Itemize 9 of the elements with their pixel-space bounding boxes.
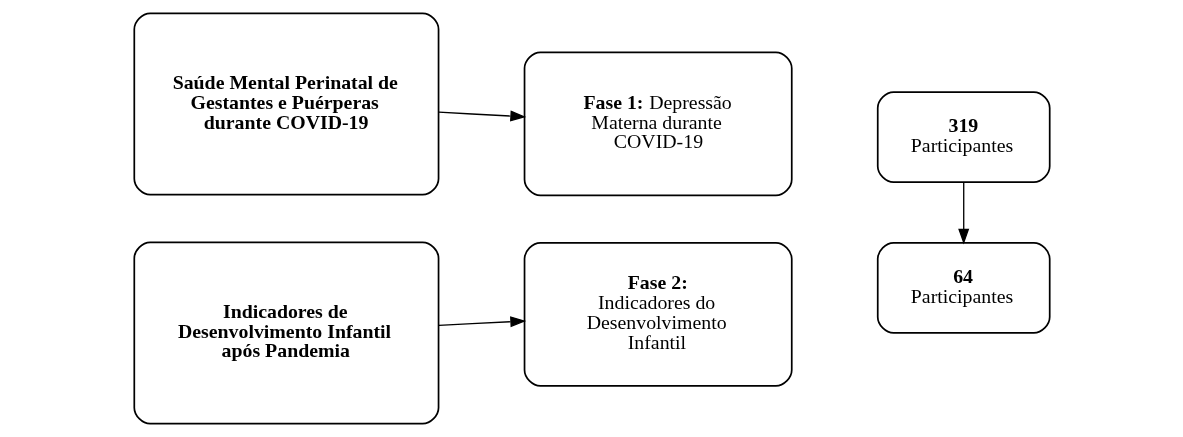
node-box: Fase 2: Indicadores do Desenvolvimento Infantil xyxy=(523,242,793,387)
arrow xyxy=(957,181,969,245)
arrow xyxy=(437,110,526,122)
node-box: 319 Participantes xyxy=(876,91,1051,183)
node-box: Saúde Mental Perinatal de Gestantes e Puérperas durante COVID-19 xyxy=(132,12,439,196)
node-box: Fase 1: Depressão Materna durante COVID-19 xyxy=(523,51,793,197)
node-box: 64 Participantes xyxy=(876,242,1051,334)
arrow xyxy=(437,316,526,328)
node-box: Indicadores de Desenvolvimento Infantil após Pandemia xyxy=(132,241,439,425)
